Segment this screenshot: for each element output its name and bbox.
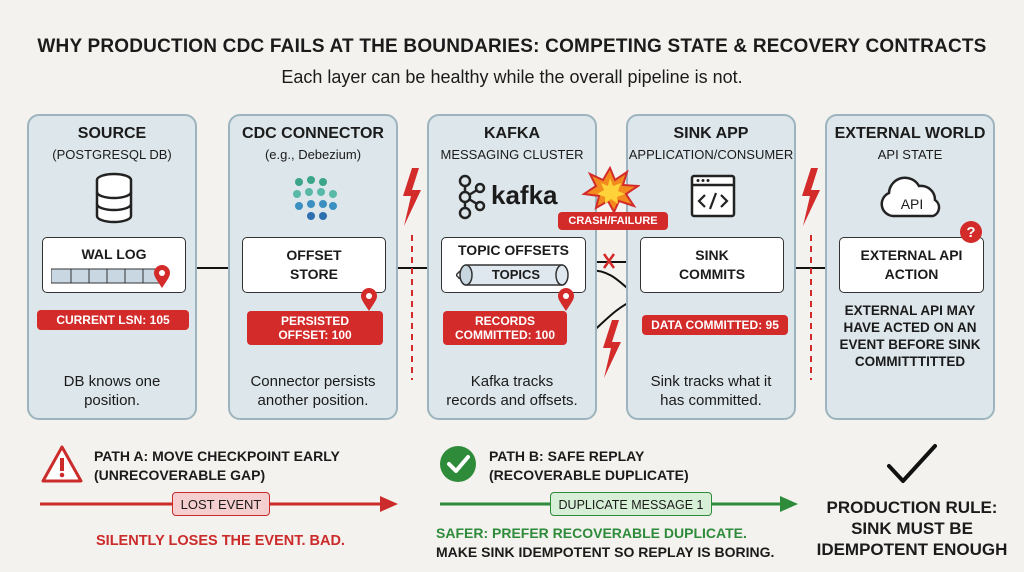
- external-api-action-box: EXTERNAL API ACTION: [839, 237, 984, 293]
- source-caption: DB knows one position.: [63, 373, 161, 409]
- kafka-logo-text: kafka: [491, 180, 558, 210]
- connector-title: CDC CONNECTOR: [242, 125, 384, 142]
- page-title: WHY PRODUCTION CDC FAILS AT THE BOUNDARI…: [37, 36, 987, 57]
- column-external-world: EXTERNAL WORLD API STATE API EXTERNAL AP…: [825, 114, 995, 420]
- sink-commits-box: SINK COMMITS: [640, 237, 784, 293]
- kafka-caption: Kafka tracks records and offsets.: [446, 373, 578, 409]
- column-cdc-connector: CDC CONNECTOR (e.g., Debezium) OFFSET ST…: [228, 114, 398, 420]
- kafka-title: KAFKA: [484, 125, 540, 142]
- external-title: EXTERNAL WORLD: [834, 125, 986, 142]
- connector-caption: Connector persists another position.: [250, 373, 376, 409]
- offset-store-box: OFFSET STORE: [242, 237, 386, 293]
- records-committed-badge: RECORDS COMMITTED: 100: [443, 311, 567, 345]
- sink-caption: Sink tracks what it has committed.: [650, 373, 772, 409]
- location-pin-icon: [361, 288, 377, 311]
- question-icon: ?: [960, 221, 982, 243]
- lost-event-badge: LOST EVENT: [172, 492, 270, 516]
- lightning-icon: [802, 168, 820, 226]
- crash-failure-badge: CRASH/FAILURE: [558, 212, 668, 230]
- page-subtitle: Each layer can be healthy while the over…: [281, 67, 743, 87]
- wal-log-label: WAL LOG: [81, 246, 147, 262]
- path-b-result: SAFER: PREFER RECOVERABLE DUPLICATE. MAK…: [436, 525, 775, 560]
- log-segments-icon: [51, 268, 161, 284]
- explosion-icon: [581, 166, 640, 212]
- topic-offsets-label: TOPIC OFFSETS: [458, 242, 569, 258]
- path-a-title: PATH A: MOVE CHECKPOINT EARLY (UNRECOVER…: [94, 448, 340, 483]
- external-subtitle: API STATE: [877, 147, 943, 162]
- kafka-logo-icon: [458, 174, 486, 220]
- connector-subtitle: (e.g., Debezium): [264, 147, 362, 162]
- topics-label: TOPICS: [491, 267, 541, 282]
- database-icon: [95, 172, 133, 224]
- debezium-logo-icon: [293, 176, 337, 220]
- path-a-result: SILENTLY LOSES THE EVENT. BAD.: [96, 533, 345, 549]
- persisted-offset-badge: PERSISTED OFFSET: 100: [247, 311, 383, 345]
- checkmark-icon: [887, 444, 937, 483]
- column-source: SOURCE (POSTGRESQL DB) WAL LOG CURRENT L…: [27, 114, 197, 420]
- location-pin-icon: [154, 265, 170, 288]
- production-rule: PRODUCTION RULE: SINK MUST BE IDEMPOTENT…: [816, 498, 1008, 559]
- external-api-note: EXTERNAL API MAY HAVE ACTED ON AN EVENT …: [839, 303, 981, 369]
- check-circle-icon: [440, 446, 476, 482]
- current-lsn-badge: CURRENT LSN: 105: [37, 310, 189, 330]
- location-pin-icon: [558, 288, 574, 311]
- cloud-api-label: API: [900, 196, 924, 212]
- topic-offsets-box: TOPIC OFFSETS TOPICS: [441, 237, 586, 293]
- kafka-subtitle: MESSAGING CLUSTER: [440, 147, 584, 162]
- sink-subtitle: APPLICATION/CONSUMER: [628, 147, 794, 162]
- column-sink-app: SINK APP APPLICATION/CONSUMER SINK COMMI…: [626, 114, 796, 420]
- topics-cylinder-icon: [456, 264, 569, 286]
- warning-icon: [41, 445, 83, 483]
- data-committed-badge: DATA COMMITTED: 95: [642, 315, 788, 335]
- break-x-icon: [602, 253, 616, 269]
- column-kafka: KAFKA MESSAGING CLUSTER kafka TOPIC OFFS…: [427, 114, 597, 420]
- lightning-icon: [603, 320, 621, 378]
- source-title: SOURCE: [77, 125, 147, 142]
- sink-title: SINK APP: [673, 125, 749, 142]
- lightning-icon: [403, 168, 421, 226]
- svg-text:?: ?: [966, 224, 975, 241]
- duplicate-message-badge: DUPLICATE MESSAGE 1: [550, 492, 712, 516]
- code-window-icon: [690, 174, 736, 218]
- path-b-title: PATH B: SAFE REPLAY (RECOVERABLE DUPLICA…: [489, 448, 689, 483]
- source-subtitle: (POSTGRESQL DB): [52, 147, 172, 162]
- cloud-api-icon: [880, 176, 941, 218]
